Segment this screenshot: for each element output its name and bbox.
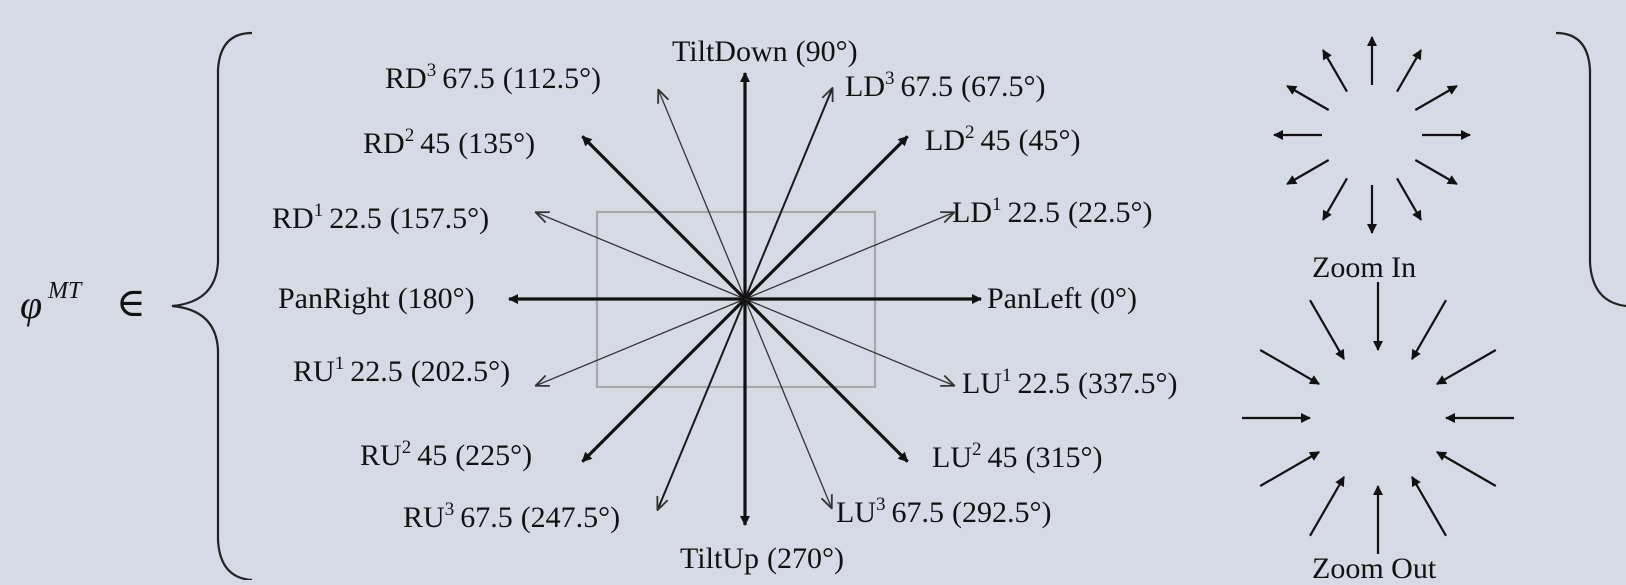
right-brace bbox=[1555, 31, 1626, 308]
arrow-rd2 bbox=[581, 135, 747, 301]
left-brace bbox=[171, 31, 253, 582]
zoom-out-arrow-1 bbox=[1309, 299, 1345, 360]
formula-relation: ∈ bbox=[116, 280, 146, 325]
arrow-ru1 bbox=[536, 298, 746, 386]
zoom-out-arrow-5 bbox=[1309, 476, 1345, 537]
label-pan-right: PanRight(180°) bbox=[278, 282, 475, 315]
zoom-in-arrow-11 bbox=[1396, 49, 1422, 93]
arrow-lu2 bbox=[743, 297, 909, 463]
zoom-in-diagram bbox=[1273, 36, 1471, 234]
arrow-lu1 bbox=[744, 298, 954, 386]
arrow-rd3 bbox=[659, 90, 746, 300]
zoom-out-arrow-4 bbox=[1259, 451, 1320, 487]
zoom-in-arrow-5 bbox=[1322, 177, 1348, 221]
arrow-ld1 bbox=[744, 213, 954, 300]
zoom-out-arrow-10 bbox=[1436, 349, 1497, 385]
zoom-out-diagram bbox=[1242, 282, 1514, 554]
zoom-in-arrow-4 bbox=[1286, 159, 1330, 185]
arrow-rd1 bbox=[536, 213, 746, 300]
label-pan-left: PanLeft(0°) bbox=[987, 282, 1137, 315]
zoom-in-arrow-2 bbox=[1286, 85, 1330, 111]
zoom-out-arrow-7 bbox=[1411, 476, 1447, 537]
formula-superscript: MT bbox=[47, 278, 83, 304]
label-tilt-down: TiltDown(90°) bbox=[672, 35, 858, 68]
label-tilt-up: TiltUp(270°) bbox=[680, 542, 844, 575]
formula: φ MT ∈ bbox=[20, 278, 146, 327]
arrow-ld3 bbox=[744, 88, 832, 300]
zoom-in-arrow-7 bbox=[1396, 177, 1422, 221]
arrow-ru2 bbox=[581, 297, 747, 463]
zoom-out-arrow-11 bbox=[1411, 299, 1447, 360]
zoom-in-arrow-8 bbox=[1414, 159, 1458, 185]
zoom-out-label: Zoom Out bbox=[1312, 552, 1437, 580]
zoom-out-arrow-2 bbox=[1259, 349, 1320, 385]
direction-arrows bbox=[508, 72, 982, 526]
arrow-ru3 bbox=[658, 298, 746, 510]
arrow-ld2 bbox=[743, 135, 909, 301]
zoom-out-arrow-8 bbox=[1436, 451, 1497, 487]
zoom-in-arrow-10 bbox=[1414, 85, 1458, 111]
zoom-in-label: Zoom In bbox=[1312, 251, 1416, 284]
formula-symbol: φ bbox=[20, 282, 42, 327]
arrow-lu3 bbox=[744, 298, 832, 508]
zoom-in-arrow-1 bbox=[1322, 49, 1348, 93]
